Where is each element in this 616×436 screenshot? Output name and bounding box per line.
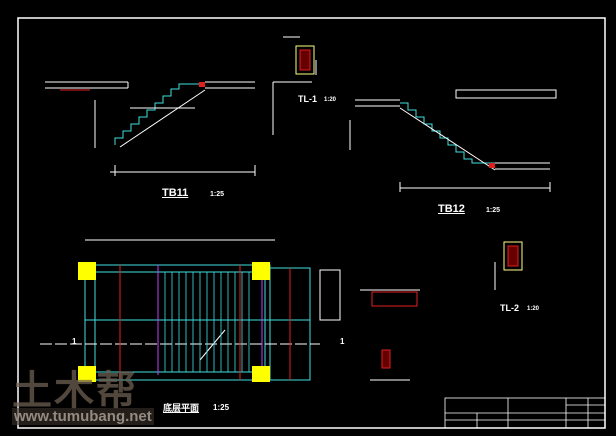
title-block — [444, 397, 606, 429]
tl2-scale: 1:20 — [527, 306, 540, 312]
tb11-section — [45, 81, 256, 176]
tl1-title: TL-1 — [298, 94, 317, 104]
tb12-section — [349, 89, 557, 192]
tl1-scale: 1:20 — [324, 97, 337, 103]
tb12-title: TB12 — [438, 203, 465, 215]
plan-scale: 1:25 — [213, 403, 230, 412]
tl2-section — [494, 241, 523, 290]
watermark-url: www.tumubang.net — [12, 408, 154, 425]
tb12-scale: 1:25 — [486, 207, 501, 214]
drawing-frame — [17, 17, 606, 429]
axis-mark-left: 1 — [72, 337, 77, 346]
tb11-beam — [199, 82, 205, 87]
axis-mark-right: 1 — [340, 337, 345, 346]
detail-sections — [360, 289, 420, 381]
tl2-title: TL-2 — [500, 303, 519, 313]
columns — [78, 262, 270, 382]
tb12-beam — [489, 163, 495, 168]
ground-floor-plan — [40, 239, 341, 381]
stair-treads — [164, 272, 250, 372]
plan-title: 底层平面 — [163, 403, 200, 413]
tb11-title: TB11 — [162, 187, 189, 199]
tl1-section — [272, 36, 317, 135]
watermark-logo: 土木帮 — [12, 369, 138, 413]
tb11-scale: 1:25 — [210, 191, 225, 198]
